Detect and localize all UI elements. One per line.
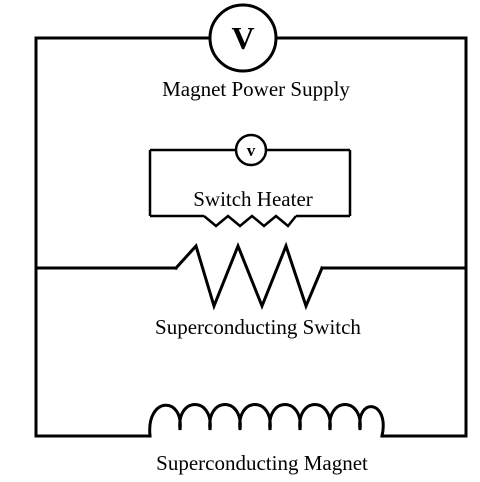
heater-voltmeter: v xyxy=(234,133,268,167)
heater-voltmeter-circle xyxy=(234,133,268,167)
superconducting-magnet-label: Superconducting Magnet xyxy=(156,451,368,475)
power-supply-label: Magnet Power Supply xyxy=(162,77,350,101)
main-voltmeter: V xyxy=(208,3,278,73)
heater-resistor xyxy=(203,214,297,228)
main-voltmeter-letter: V xyxy=(231,20,254,56)
superconducting-magnet-coil xyxy=(148,403,385,438)
superconducting-switch-label: Superconducting Switch xyxy=(155,315,361,339)
main-voltmeter-circle xyxy=(208,3,278,73)
switch-heater-label: Switch Heater xyxy=(193,187,313,211)
heater-voltmeter-letter: v xyxy=(247,141,256,160)
switch-heater-loop xyxy=(148,148,352,228)
superconducting-switch-resistor xyxy=(173,241,324,311)
outer-circuit-loop xyxy=(34,36,468,438)
